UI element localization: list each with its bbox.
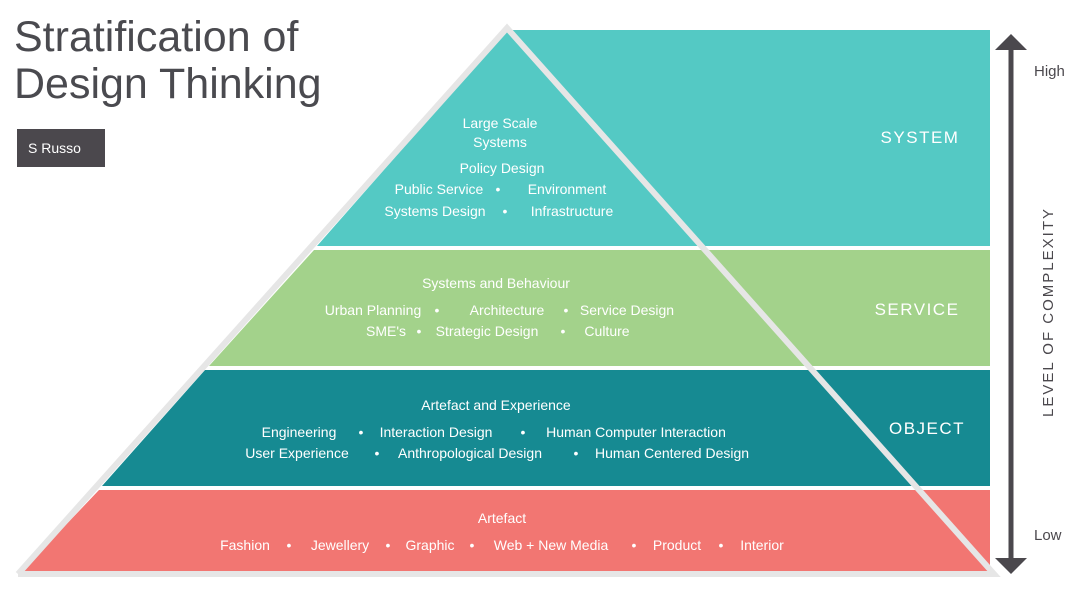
bullet: • xyxy=(287,537,292,553)
bullet: • xyxy=(503,203,508,219)
service-item: Strategic Design xyxy=(436,323,539,339)
bullet: • xyxy=(386,537,391,553)
title-line-1: Stratification of xyxy=(14,13,299,61)
bullet: • xyxy=(375,445,380,461)
system-item: Infrastructure xyxy=(531,203,614,219)
service-item: SME's xyxy=(366,323,406,339)
object-item: Human Computer Interaction xyxy=(546,424,726,440)
level-name-object: OBJECT xyxy=(889,419,965,438)
product-item: Graphic xyxy=(405,537,454,553)
page-title: Stratification of Design Thinking xyxy=(14,14,322,108)
product-item: Product xyxy=(653,537,701,553)
bullet: • xyxy=(561,323,566,339)
object-item: Engineering xyxy=(262,424,337,440)
bullet: • xyxy=(417,323,422,339)
author-badge: S Russo xyxy=(17,129,105,167)
system-item: Systems Design xyxy=(384,203,485,219)
band-object xyxy=(102,370,990,486)
bullet: • xyxy=(359,424,364,440)
product-item: Jewellery xyxy=(311,537,369,553)
pyramid-outline xyxy=(15,23,1001,577)
level-name-system: SYSTEM xyxy=(881,128,960,147)
object-item: User Experience xyxy=(245,445,349,461)
bullet: • xyxy=(435,302,440,318)
band-service xyxy=(209,250,990,366)
service-item: Urban Planning xyxy=(325,302,422,318)
arrow-down-icon xyxy=(995,558,1027,574)
product-item: Interior xyxy=(740,537,784,553)
system-heading-3: Policy Design xyxy=(460,160,545,176)
product-item: Web + New Media xyxy=(494,537,609,553)
service-item: Architecture xyxy=(470,302,545,318)
system-heading-2: Systems xyxy=(473,134,527,150)
service-heading: Systems and Behaviour xyxy=(422,275,570,291)
bullet: • xyxy=(496,181,501,197)
axis-high-label: High xyxy=(1034,63,1065,80)
band-product xyxy=(22,490,990,571)
product-item: Fashion xyxy=(220,537,270,553)
service-item: Service Design xyxy=(580,302,674,318)
bullet: • xyxy=(574,445,579,461)
system-item: Environment xyxy=(528,181,607,197)
title-line-2: Design Thinking xyxy=(14,60,322,108)
object-item: Anthropological Design xyxy=(398,445,542,461)
bullet: • xyxy=(470,537,475,553)
level-name-service: SERVICE xyxy=(875,300,960,319)
service-item: Culture xyxy=(584,323,629,339)
band-system xyxy=(317,30,990,246)
arrow-up-icon xyxy=(995,34,1027,50)
bullet: • xyxy=(632,537,637,553)
system-heading-1: Large Scale xyxy=(463,115,538,131)
axis-low-label: Low xyxy=(1034,527,1062,544)
bullet: • xyxy=(521,424,526,440)
object-heading: Artefact and Experience xyxy=(421,397,571,413)
bullet: • xyxy=(719,537,724,553)
object-item: Human Centered Design xyxy=(595,445,749,461)
bullet: • xyxy=(564,302,569,318)
object-item: Interaction Design xyxy=(380,424,493,440)
system-item: Public Service xyxy=(395,181,484,197)
product-heading: Artefact xyxy=(478,510,526,526)
axis-title: LEVEL OF COMPLEXITY xyxy=(1040,207,1057,417)
